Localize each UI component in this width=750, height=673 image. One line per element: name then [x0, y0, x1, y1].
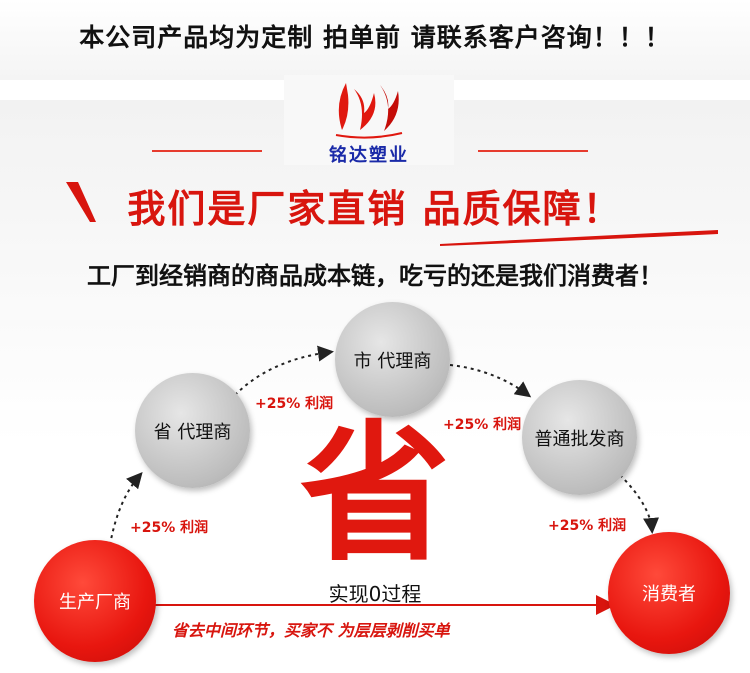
- city-agent-node: 市 代理商: [335, 302, 450, 417]
- wholesaler-node: 普通批发商: [522, 380, 637, 495]
- markup-label-4: +25% 利润: [548, 518, 627, 534]
- top-banner: 本公司产品均为定制 拍单前 请联系客户咨询！！！: [0, 0, 750, 80]
- process-text: 实现0过程: [328, 582, 422, 606]
- subheadline: 工厂到经销商的商品成本链，吃亏的还是我们消费者！: [87, 262, 663, 290]
- producer-node: 生产厂商: [34, 540, 156, 662]
- custom-order-notice: 本公司产品均为定制 拍单前 请联系客户咨询！！！: [79, 23, 671, 52]
- markup-label-1: +25% 利润: [130, 520, 209, 536]
- brand-logo: 铭达塑业: [284, 75, 454, 166]
- markup-label-3: +25% 利润: [443, 417, 522, 433]
- divider-left: [152, 150, 262, 152]
- right-underline-decoration: [440, 230, 718, 246]
- provincial-agent-node: 省 代理商: [135, 373, 250, 488]
- divider-right: [478, 150, 588, 152]
- brand-name: 铭达塑业: [329, 145, 409, 166]
- markup-label-2: +25% 利润: [255, 396, 334, 412]
- consumer-node: 消费者: [608, 532, 730, 654]
- flame-logo-icon: [335, 83, 403, 139]
- save-character: 省: [300, 408, 451, 582]
- headline: 我们是厂家直销 品质保障！: [127, 187, 623, 231]
- left-slash-decoration: [66, 182, 96, 222]
- slogan-text: 省去中间环节，买家不 为层层剥削买单: [172, 621, 450, 640]
